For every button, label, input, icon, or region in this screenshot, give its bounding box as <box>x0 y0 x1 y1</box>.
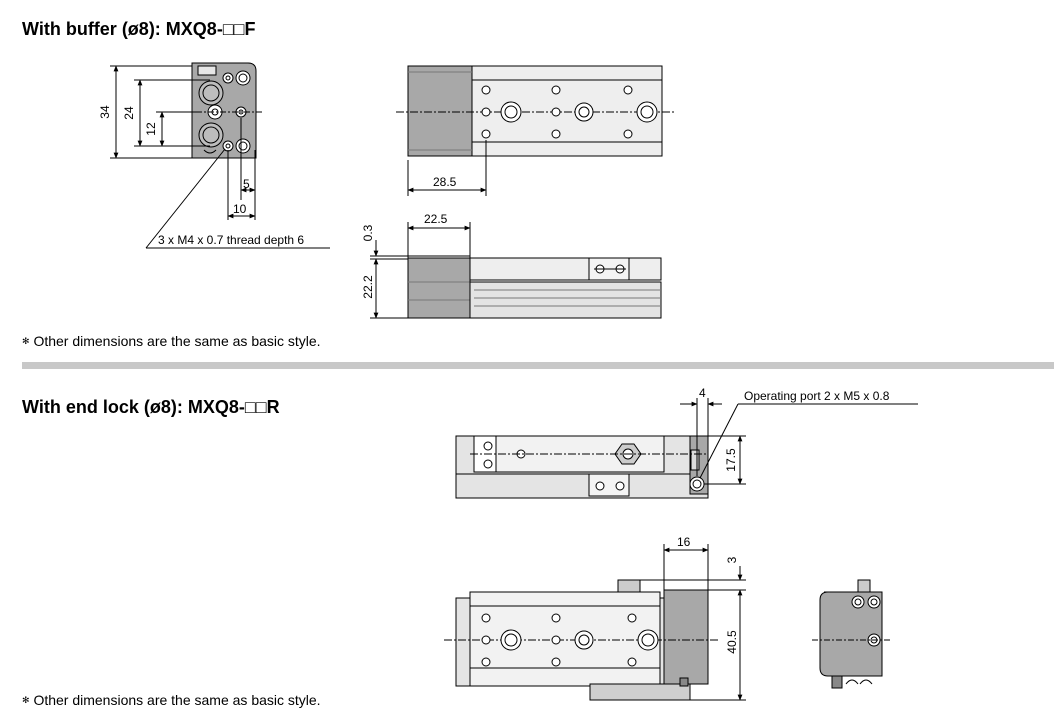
endlock-section-title: With end lock (ø8): MXQ8-□□R <box>22 397 280 417</box>
buffer-end-view <box>110 62 330 249</box>
buffer-section-note: ✻ Other dimensions are the same as basic… <box>22 333 321 349</box>
dim-17-5: 17.5 <box>724 448 738 472</box>
asterisk-icon: ✻ <box>22 695 30 705</box>
dim-22-5: 22.5 <box>424 212 448 226</box>
dim-0-3: 0.3 <box>361 224 375 241</box>
dim-5: 5 <box>243 177 250 191</box>
buffer-side-view <box>370 222 662 319</box>
endlock-note-text: Other dimensions are the same as basic s… <box>33 692 321 708</box>
dim-28-5: 28.5 <box>433 175 457 189</box>
dim-34: 34 <box>98 105 112 119</box>
dim-40-5: 40.5 <box>725 630 739 654</box>
dim-10: 10 <box>233 202 247 216</box>
port-callout: Operating port 2 x M5 x 0.8 <box>744 389 890 403</box>
endlock-section-note: ✻ Other dimensions are the same as basic… <box>22 692 321 708</box>
endlock-top-view <box>455 398 918 499</box>
endlock-side-view <box>444 544 746 701</box>
buffer-top-view <box>396 65 676 196</box>
dim-3: 3 <box>725 556 739 563</box>
dim-24: 24 <box>122 106 136 120</box>
endlock-end-view <box>812 579 890 689</box>
thread-callout: 3 x M4 x 0.7 thread depth 6 <box>158 233 304 247</box>
section-divider <box>22 362 1054 369</box>
dim-16: 16 <box>677 535 691 549</box>
buffer-section-title: With buffer (ø8): MXQ8-□□F <box>22 19 256 39</box>
buffer-note-text: Other dimensions are the same as basic s… <box>33 333 321 349</box>
dim-4: 4 <box>699 386 706 400</box>
asterisk-icon: ✻ <box>22 336 30 346</box>
dim-22-2: 22.2 <box>361 275 375 299</box>
dim-12: 12 <box>144 122 158 136</box>
